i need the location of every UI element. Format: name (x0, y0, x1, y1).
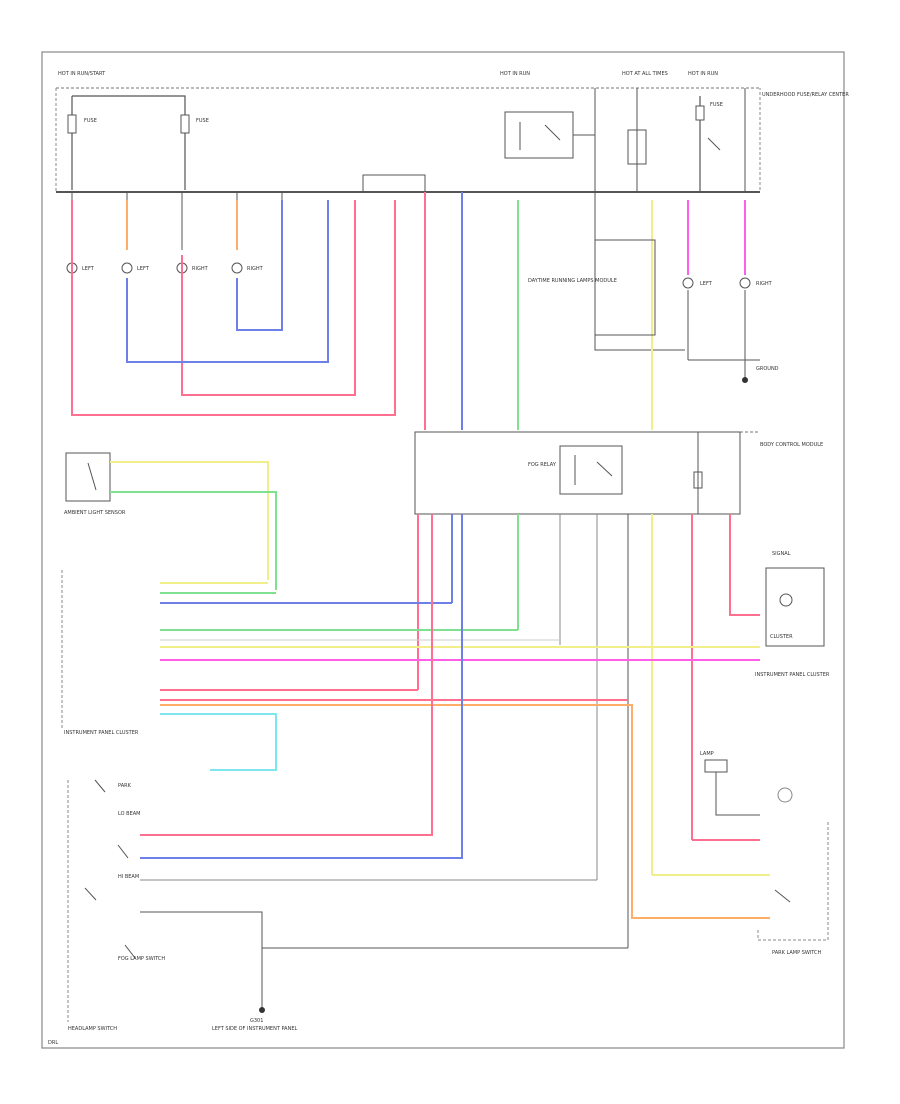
lamp-column-stubs (71, 192, 283, 250)
wire-green-sensor (110, 491, 277, 590)
wire-blue-inner (236, 200, 283, 331)
label-instrument-cluster: INSTRUMENT PANEL CLUSTER (755, 672, 830, 678)
module-pin-wires (417, 514, 760, 948)
wire-gray-jumper (362, 174, 426, 192)
label-underhood-lamp: LAMP (700, 751, 714, 757)
label-lamp-right-1: RIGHT (192, 266, 209, 272)
label-lamp-left-1: LEFT (82, 266, 95, 272)
label-fog-relay: FOG RELAY (528, 462, 557, 468)
ambient-sensor-box (65, 452, 111, 502)
cluster-indicator (779, 593, 793, 607)
fuse-symbol (180, 114, 190, 134)
corner-tag: DRL (48, 1040, 58, 1046)
body-control-module-box (414, 431, 741, 515)
ground-point-g301 (259, 1007, 265, 1013)
mid-harness (160, 582, 770, 919)
label-body-control-module: BODY CONTROL MODULE (760, 442, 823, 448)
wire-yellow-sensor (110, 461, 269, 580)
switch-contact (84, 887, 97, 901)
relay-contact (544, 124, 561, 141)
label-hot-run-start: HOT IN RUN/START (58, 71, 106, 77)
label-lamp-lo: LEFT (700, 281, 713, 287)
wire-gray-lamp (715, 772, 760, 816)
label-headlamp-switch: HEADLAMP SWITCH (68, 1026, 117, 1032)
label-g301: G301 (250, 1018, 263, 1024)
wire-red-outer (71, 200, 396, 416)
ground-point (742, 377, 748, 383)
sensor-element (87, 462, 97, 491)
relay-contact (596, 461, 613, 477)
relay-box (504, 111, 574, 159)
label-park-lamp-switch: PARK LAMP SWITCH (772, 950, 822, 956)
drl-module-box (594, 239, 656, 336)
switch-contact (124, 944, 136, 959)
fuse-wire (72, 95, 186, 190)
label-park: PARK (118, 783, 132, 789)
switch-contact (94, 779, 106, 793)
wire-blue-outer (126, 200, 329, 363)
lamp-bulbs (66, 262, 751, 289)
wire-gray-ground (594, 192, 685, 351)
switch-contact (117, 844, 129, 859)
label-fuse-1: FUSE (84, 118, 97, 124)
switch-wires (140, 514, 628, 1010)
park-switch-bracket (757, 820, 829, 941)
underhood-lamp-connector (704, 759, 728, 773)
label-underhood-fuse: UNDERHOOD FUSE/RELAY CENTER (762, 92, 849, 98)
fuse-symbol (67, 114, 77, 134)
label-signal: SIGNAL (772, 551, 791, 557)
label-lamp-right-2: RIGHT (247, 266, 264, 272)
label-horn-fuse: FUSE (710, 102, 723, 108)
wire-red-inner (181, 200, 356, 396)
lamp-bulb-icon (777, 787, 793, 803)
label-cluster: CLUSTER (770, 634, 793, 640)
diagram-frame (41, 51, 845, 1049)
switch-contact (774, 889, 791, 903)
label-ground-desc: LEFT SIDE OF INSTRUMENT PANEL (212, 1026, 297, 1032)
label-hot-at-all-times: HOT AT ALL TIMES (622, 71, 668, 77)
fuse-symbol (695, 105, 705, 121)
label-lamp-hi: RIGHT (756, 281, 773, 287)
cluster-box (765, 567, 825, 647)
label-lo-beam: LO BEAM (118, 811, 140, 817)
label-hot-in-run-right: HOT IN RUN (688, 71, 718, 77)
label-instrument-panel: INSTRUMENT PANEL CLUSTER (64, 730, 139, 736)
label-fuse-2: FUSE (196, 118, 209, 124)
label-fog-lamp-switch: FOG LAMP SWITCH (118, 956, 165, 962)
label-drl-module: DAYTIME RUNNING LAMPS MODULE (528, 278, 617, 284)
label-lamp-left-2: LEFT (137, 266, 150, 272)
switch-contact (707, 137, 721, 151)
label-hi-beam: HI BEAM (118, 874, 139, 880)
label-ambient-light-sensor: AMBIENT LIGHT SENSOR (64, 510, 126, 516)
fuse-block-outline (55, 88, 761, 193)
fog-relay-box (559, 445, 623, 495)
label-ground-splice: GROUND (756, 366, 779, 372)
label-hot-in-run: HOT IN RUN (500, 71, 530, 77)
